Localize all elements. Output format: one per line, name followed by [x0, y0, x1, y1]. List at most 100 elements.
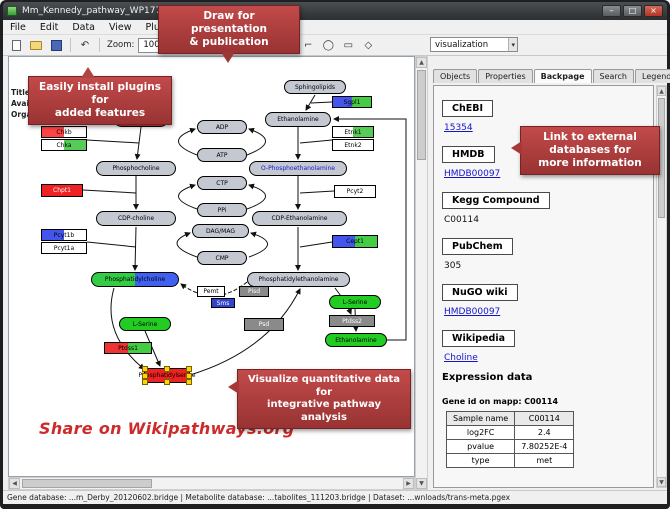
node-ctp[interactable]: CTP — [197, 176, 247, 190]
pathway-edge[interactable] — [178, 127, 198, 156]
tab-search[interactable]: Search — [592, 69, 634, 83]
node-label: DAG/MAG — [205, 227, 235, 235]
node-ppi[interactable]: PPi — [197, 203, 247, 217]
undo-button[interactable]: ↶ — [80, 39, 90, 51]
node-ethanolamine-top[interactable]: Ethanolamine — [265, 112, 331, 127]
tab-backpage[interactable]: Backpage — [533, 69, 592, 83]
pathway-edge[interactable] — [333, 116, 407, 341]
scroll-up-icon[interactable]: ▲ — [416, 57, 427, 68]
wikipedia-link[interactable]: Choline — [444, 353, 478, 363]
selection-handle[interactable] — [142, 379, 148, 385]
scroll-left-icon[interactable]: ◀ — [9, 478, 20, 489]
open-button[interactable] — [27, 37, 45, 54]
scroll-down-icon[interactable]: ▼ — [416, 478, 427, 489]
pathway-edge[interactable] — [299, 241, 333, 248]
save-button[interactable] — [47, 37, 65, 54]
node-ethanolamine-bottom[interactable]: Ethanolamine — [325, 333, 387, 347]
menu-view[interactable]: View — [109, 21, 132, 33]
selection-handle[interactable] — [142, 372, 148, 379]
selection-handle[interactable] — [186, 372, 192, 379]
node-phosphatidylserine[interactable]: Phosphatidylserine — [139, 366, 196, 385]
canvas-vertical-scrollbar[interactable]: ▲ ▼ — [415, 56, 428, 490]
close-button[interactable]: × — [644, 5, 663, 17]
pathway-edge[interactable] — [86, 139, 140, 144]
pathway-edge[interactable] — [310, 101, 333, 104]
selection-handle[interactable] — [142, 366, 148, 372]
pathway-edge[interactable] — [110, 287, 145, 370]
pathway-edge[interactable] — [299, 190, 335, 194]
node-cdp-choline[interactable]: CDP-choline — [96, 211, 176, 226]
node-cmp[interactable]: CMP — [197, 251, 247, 265]
visualization-select[interactable]: visualization ▾ — [430, 37, 518, 52]
node-chpt1[interactable]: Chpt1 — [41, 184, 83, 197]
node-pisd[interactable]: Pisd — [239, 286, 269, 297]
node-pcyt1b[interactable]: Pcyt1b — [41, 229, 87, 241]
node-chkb[interactable]: Chkb — [41, 126, 87, 138]
node-cdp-ethanolamine[interactable]: CDP-Ethanolamine — [252, 211, 347, 226]
node-ptdss1[interactable]: Ptdss1 — [104, 342, 152, 354]
minimize-button[interactable]: – — [602, 5, 621, 17]
chevron-down-icon[interactable]: ▾ — [508, 38, 517, 51]
node-pcyt2[interactable]: Pcyt2 — [334, 185, 376, 198]
tool-rectangle-button[interactable]: ▭ — [343, 39, 354, 51]
menu-data[interactable]: Data — [72, 21, 95, 33]
node-phosphatidylcholine[interactable]: Phosphatidylcholine — [91, 272, 179, 287]
selection-handle[interactable] — [186, 366, 192, 372]
node-etnk2[interactable]: Etnk2 — [332, 139, 374, 151]
pathway-edge[interactable] — [176, 231, 198, 258]
pathway-canvas[interactable]: Title:Availability:Organism:Sphingolipid… — [8, 56, 415, 477]
tab-objects[interactable]: Objects — [433, 69, 478, 83]
node-psd[interactable]: Psd — [244, 318, 284, 331]
node-phosphocholine[interactable]: Phosphocholine — [96, 161, 176, 176]
node-sms[interactable]: Sms — [211, 298, 235, 308]
pathway-edge[interactable] — [305, 94, 316, 111]
pathway-edge[interactable] — [246, 183, 266, 210]
tool-diamond-button[interactable]: ◇ — [364, 39, 373, 51]
node-ptdss2[interactable]: Ptdss2 — [329, 315, 375, 327]
node-pemt[interactable]: Pemt — [197, 286, 225, 297]
node-adp[interactable]: ADP — [197, 120, 247, 134]
pathway-edge[interactable] — [189, 288, 301, 376]
node-atp[interactable]: ATP — [197, 148, 247, 162]
maximize-button[interactable]: □ — [623, 5, 642, 17]
new-file-button[interactable] — [7, 37, 25, 54]
menu-file[interactable]: File — [10, 21, 26, 33]
chebi-link[interactable]: 15354 — [444, 123, 473, 133]
node-sgpl1[interactable]: Sgpl1 — [332, 96, 372, 108]
node-pcyt1a[interactable]: Pcyt1a — [41, 242, 87, 254]
menu-edit[interactable]: Edit — [39, 21, 59, 33]
selection-handle[interactable] — [164, 366, 170, 372]
hmdb-link[interactable]: HMDB00097 — [444, 169, 501, 179]
node-l-serine-right[interactable]: L-Serine — [329, 295, 381, 309]
scroll-right-icon[interactable]: ▶ — [403, 478, 414, 489]
node-cept1[interactable]: Cept1 — [332, 235, 378, 248]
tab-legend[interactable]: Legend — [635, 69, 670, 83]
pathway-edge[interactable] — [82, 189, 137, 194]
pathway-edge[interactable] — [299, 139, 333, 144]
pathway-edge[interactable] — [132, 226, 139, 271]
tool-elbow-button[interactable]: ⌐ — [304, 39, 313, 51]
pathway-edge[interactable] — [178, 183, 198, 210]
scrollbar-thumb[interactable] — [22, 479, 152, 488]
scrollbar-thumb[interactable] — [417, 70, 426, 160]
pathway-edge[interactable] — [248, 231, 268, 258]
tab-properties[interactable]: Properties — [478, 69, 533, 83]
scroll-up-icon[interactable]: ▲ — [657, 86, 666, 96]
pathway-edge[interactable] — [144, 330, 161, 367]
pathway-edge[interactable] — [246, 127, 266, 156]
scroll-down-icon[interactable]: ▼ — [657, 477, 666, 487]
selection-handle[interactable] — [186, 379, 192, 385]
node-phosphatidylethanolamine[interactable]: Phosphatidylethanolamine — [247, 272, 350, 287]
node-chka[interactable]: Chka — [41, 139, 87, 151]
node-o-phosphoethanolamine[interactable]: O-Phosphoethanolamine — [249, 161, 347, 176]
canvas-horizontal-scrollbar[interactable]: ◀ ▶ — [8, 477, 415, 490]
pathway-edge[interactable] — [86, 241, 137, 248]
node-l-serine-left[interactable]: L-Serine — [119, 317, 171, 331]
node-etnk1[interactable]: Etnk1 — [332, 126, 374, 138]
titlebar[interactable]: Mm_Kennedy_pathway_WP1771_45176.gpml – □… — [3, 2, 667, 20]
tool-ellipse-button[interactable]: ◯ — [322, 39, 334, 51]
node-sphingolipids[interactable]: Sphingolipids — [284, 80, 346, 94]
selection-handle[interactable] — [164, 379, 170, 385]
nugo-link[interactable]: HMDB00097 — [444, 307, 501, 317]
node-dag-mag[interactable]: DAG/MAG — [192, 224, 249, 238]
